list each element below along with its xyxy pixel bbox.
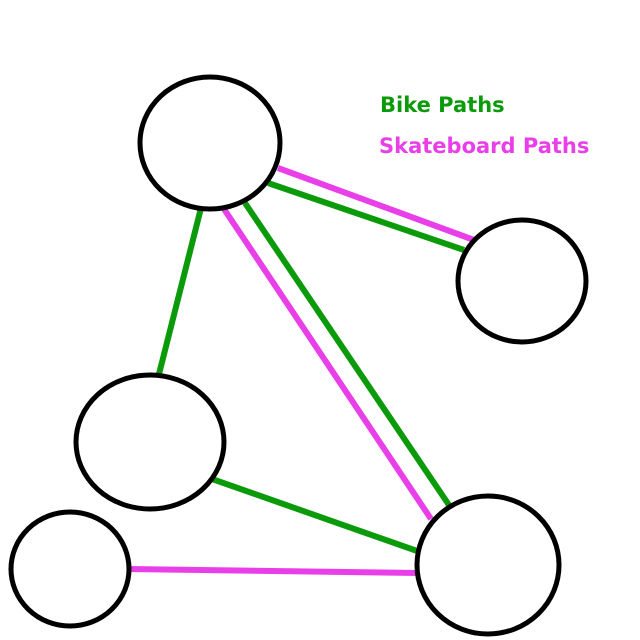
- legend-skateboard-label: Skateboard Paths: [379, 134, 589, 158]
- node-middle-left: [73, 372, 227, 512]
- edge-middleleft-bottomright-bike: [211, 476, 421, 555]
- edges: [127, 165, 476, 576]
- edge-top-bottomright-skateboard: [221, 207, 434, 521]
- legend-bike-label: Bike Paths: [380, 93, 505, 117]
- edge-top-middleleft-bike: [155, 207, 204, 379]
- node-bottom-left: [8, 509, 132, 629]
- edge-top-right-bike: [267, 180, 465, 253]
- node-bottom-right: [414, 493, 562, 637]
- node-top: [137, 74, 283, 212]
- edge-top-bottomright-bike: [242, 201, 454, 510]
- nodes: [8, 74, 589, 637]
- edge-bottomleft-bottomright-skateboard: [127, 566, 421, 576]
- node-right: [455, 217, 589, 345]
- edge-top-right-skateboard: [276, 165, 476, 243]
- legend: Bike Paths Skateboard Paths: [379, 93, 589, 158]
